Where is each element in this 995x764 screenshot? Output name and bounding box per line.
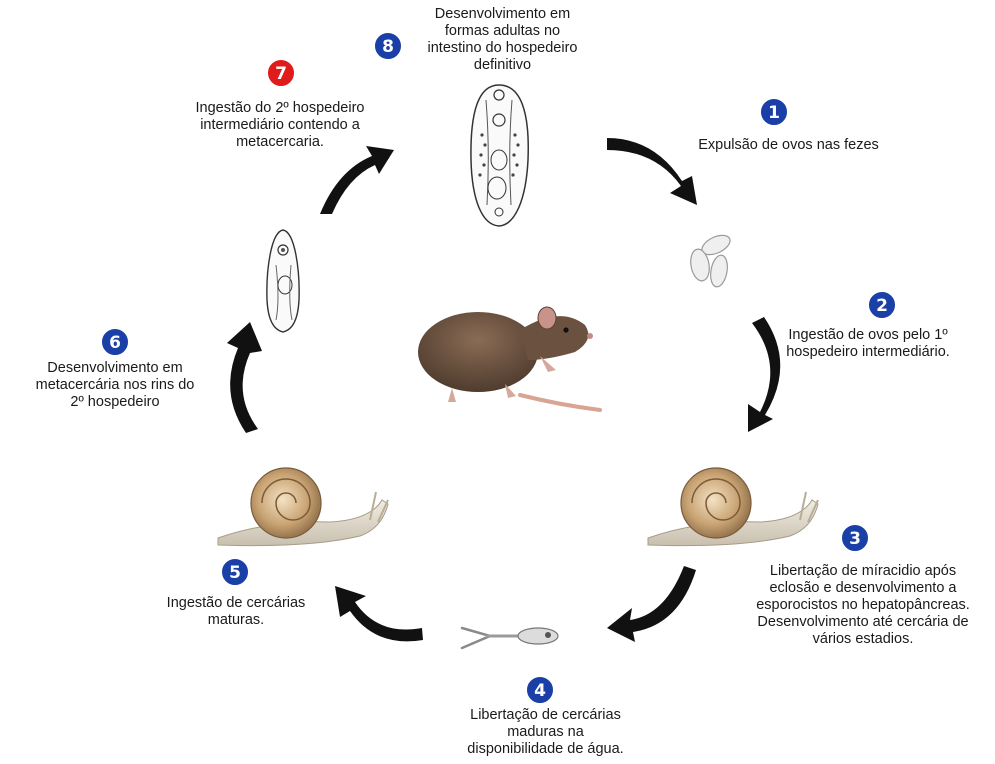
stage-8-label: Desenvolvimento em formas adultas no int… — [395, 6, 610, 74]
snail-left-illustration — [218, 468, 388, 546]
snail-right-illustration — [648, 468, 818, 546]
stage-3-badge-icon: 3 — [840, 523, 870, 553]
arrow-4-5 — [335, 586, 423, 641]
stage-7-number: 7 — [275, 64, 287, 84]
arrow-3-4 — [607, 566, 696, 642]
stage-3-label: Libertação de míracidio após eclosão e d… — [732, 563, 994, 648]
stage-1-badge-icon: 1 — [759, 97, 789, 127]
cercaria-illustration — [462, 628, 558, 648]
arrow-5-6 — [227, 322, 262, 433]
eggs-illustration — [688, 231, 733, 288]
stage-4-label: Libertação de cercárias maduras na dispo… — [438, 707, 653, 758]
stage-6-badge-icon: 6 — [100, 327, 130, 357]
arrow-6-7 — [320, 146, 394, 214]
stage-6-number: 6 — [109, 333, 121, 353]
stage-4-number: 4 — [534, 681, 546, 701]
stage-5-badge-icon: 5 — [220, 557, 250, 587]
stage-6-label: Desenvolvimento em metacercária nos rins… — [0, 360, 230, 411]
stage-3-number: 3 — [849, 529, 861, 549]
stage-7-label: Ingestão do 2º hospedeiro intermediário … — [160, 100, 400, 151]
stage-2-number: 2 — [876, 296, 888, 316]
stage-5-number: 5 — [229, 563, 241, 583]
stage-1-label: Expulsão de ovos nas fezes — [666, 137, 911, 154]
stage-5-label: Ingestão de cercárias maturas. — [136, 595, 336, 629]
metacercaria-illustration — [267, 230, 299, 332]
stage-8-number: 8 — [382, 37, 394, 57]
stage-2-badge-icon: 2 — [867, 290, 897, 320]
stage-1-number: 1 — [768, 103, 780, 123]
stage-2-label: Ingestão de ovos pelo 1º hospedeiro inte… — [768, 327, 968, 361]
adult-fluke-illustration — [471, 85, 528, 226]
stage-4-badge-icon: 4 — [525, 675, 555, 705]
stage-7-badge-icon: 7 — [266, 58, 296, 88]
rat-illustration — [418, 307, 600, 410]
